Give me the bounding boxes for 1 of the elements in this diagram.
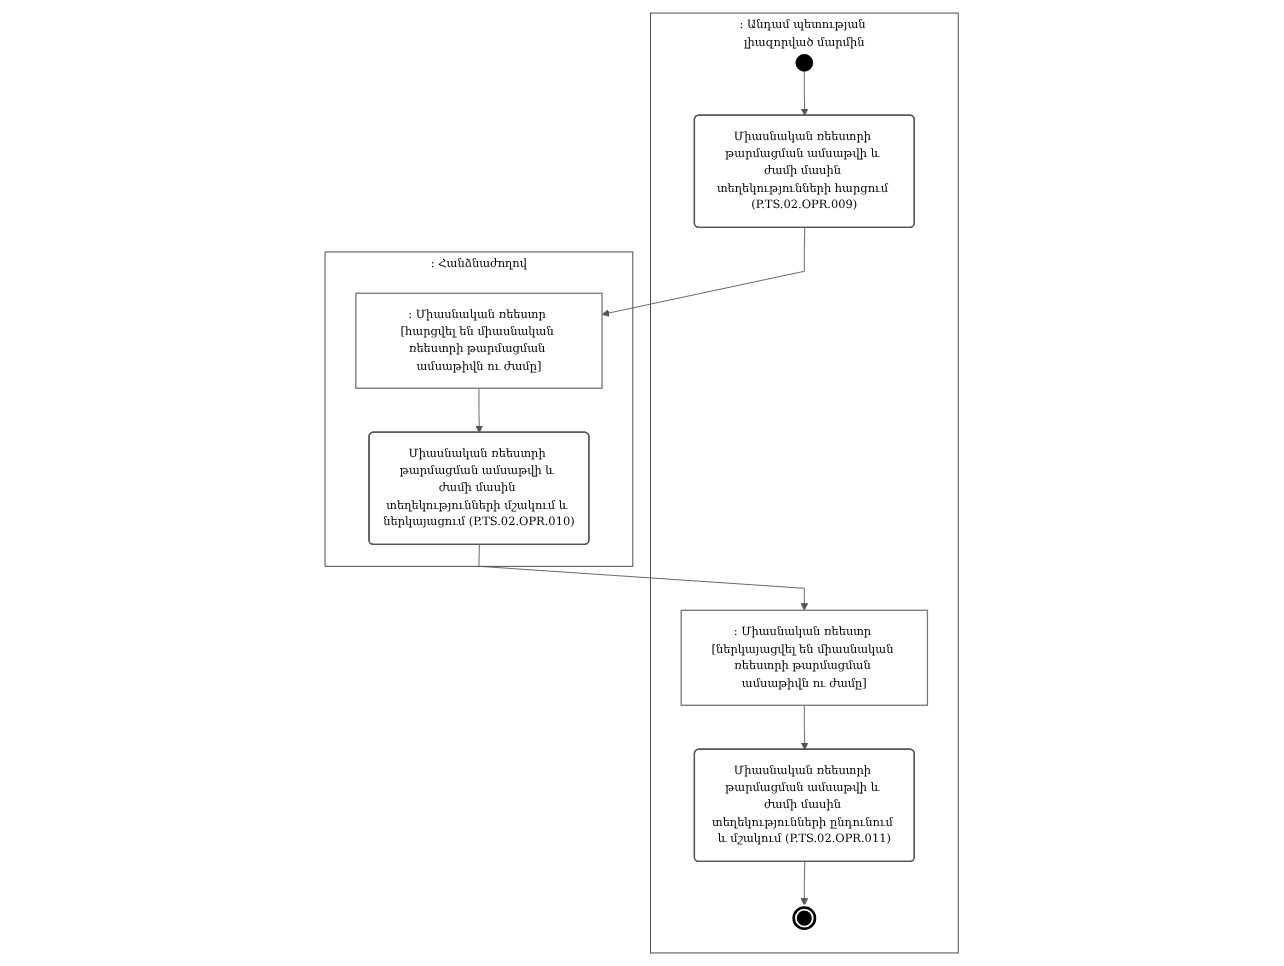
node-circle [795,53,814,72]
